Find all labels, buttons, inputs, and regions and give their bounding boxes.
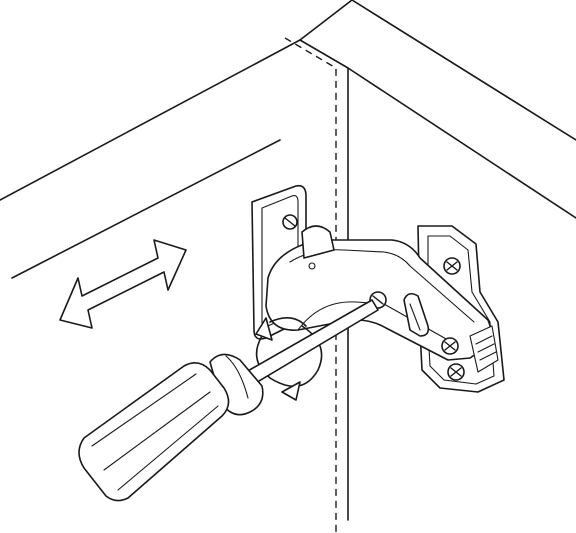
screw-icon — [447, 363, 465, 381]
rotation-arrow-icon — [255, 317, 323, 401]
cabinet-side-top — [347, 67, 576, 219]
screw-icon — [282, 214, 298, 230]
screwdriver-icon — [78, 299, 379, 502]
hinge-icon — [265, 225, 499, 373]
cabinet-top-edge — [299, 0, 353, 41]
door-top-edge — [0, 39, 301, 201]
screw-icon — [443, 257, 461, 275]
cabinet-top-front — [299, 39, 349, 69]
cabinet-side-back — [351, 0, 576, 141]
door-inner-edge — [11, 139, 281, 279]
double-arrow-icon — [59, 239, 187, 329]
screw-icon — [441, 337, 459, 355]
